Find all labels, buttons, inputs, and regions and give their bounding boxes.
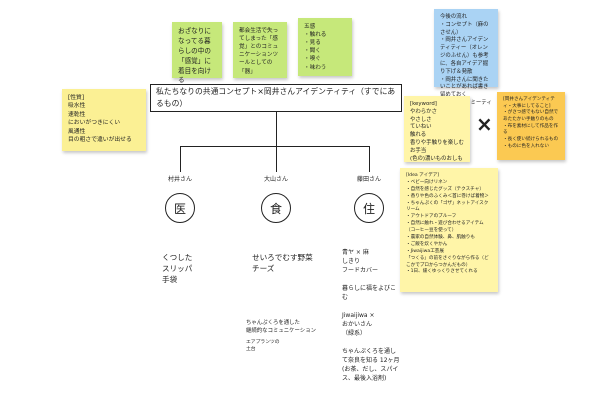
sticky-note-five-senses[interactable]: 五感 ・触れる ・見る ・聞く ・嗅ぐ ・味わう	[298, 18, 352, 76]
note-air-plants: エアプランツの 土台	[246, 340, 280, 352]
tree-branch-line-3	[369, 146, 370, 172]
sticky-note-sense[interactable]: おざなりになってる暮らしの中の「感覚」に着目を向ける	[172, 22, 222, 84]
sticky-note-properties[interactable]: [性質] 吸水性 速乾性 においがつきにくい 風通性 目の粗さで違いが出せる	[62, 89, 146, 151]
tree-branch-line-1	[180, 146, 181, 172]
tree-branch-line-2	[276, 146, 277, 172]
branch-items-3: 青ヤ × 麻 しきり フードカバー 暮らしに福をよびこむ Jiwaijiwa ×…	[342, 249, 400, 382]
tree-trunk-line	[276, 112, 277, 146]
category-circle-3[interactable]: 住	[354, 193, 384, 223]
concept-title[interactable]: 私たちなりの共通コンセプト×岡井さんアイデンティティ（すでにあるもの）	[150, 84, 402, 112]
sticky-note-ideas[interactable]: [Idea アイデア] ・ベビー向けリネン ・自然を感じたグッズ（テクスチャ） …	[400, 168, 498, 292]
sticky-note-vessel[interactable]: 都会生活で失ってしまった「感覚」とのコミュニケーションツールとしての「器」	[233, 22, 287, 78]
category-circle-1[interactable]: 医	[165, 193, 195, 223]
sticky-note-next-steps[interactable]: 今後の流れ ・コンセプト（麻のさせん） ・岡井さんアイデンティティー（オレンジの…	[434, 9, 498, 114]
sticky-note-keywords[interactable]: [keyword] やわらかさ やさしさ ていねい 触れる 香りや手触りを楽しむ…	[404, 96, 470, 162]
person-label-2: 大山さん	[263, 176, 288, 183]
category-circle-2[interactable]: 食	[261, 193, 291, 223]
note-communication: ちゃんぷくろを通した 継続的なコミュニケーション	[246, 320, 316, 334]
tree-horizontal-line	[180, 146, 370, 147]
sticky-note-okai-identity[interactable]: [岡井さんアイデンティティ・大事にしてること] ・がさつ感でもない自然であたたか…	[497, 92, 565, 160]
person-label-3: 藤田さん	[356, 176, 381, 183]
branch-items-1: くつした スリッパ 手袋	[162, 253, 193, 284]
person-label-1: 村井さん	[167, 176, 192, 183]
cross-icon: ×	[476, 112, 493, 136]
branch-items-2: せいろでむす野菜 チーズ	[252, 253, 313, 273]
